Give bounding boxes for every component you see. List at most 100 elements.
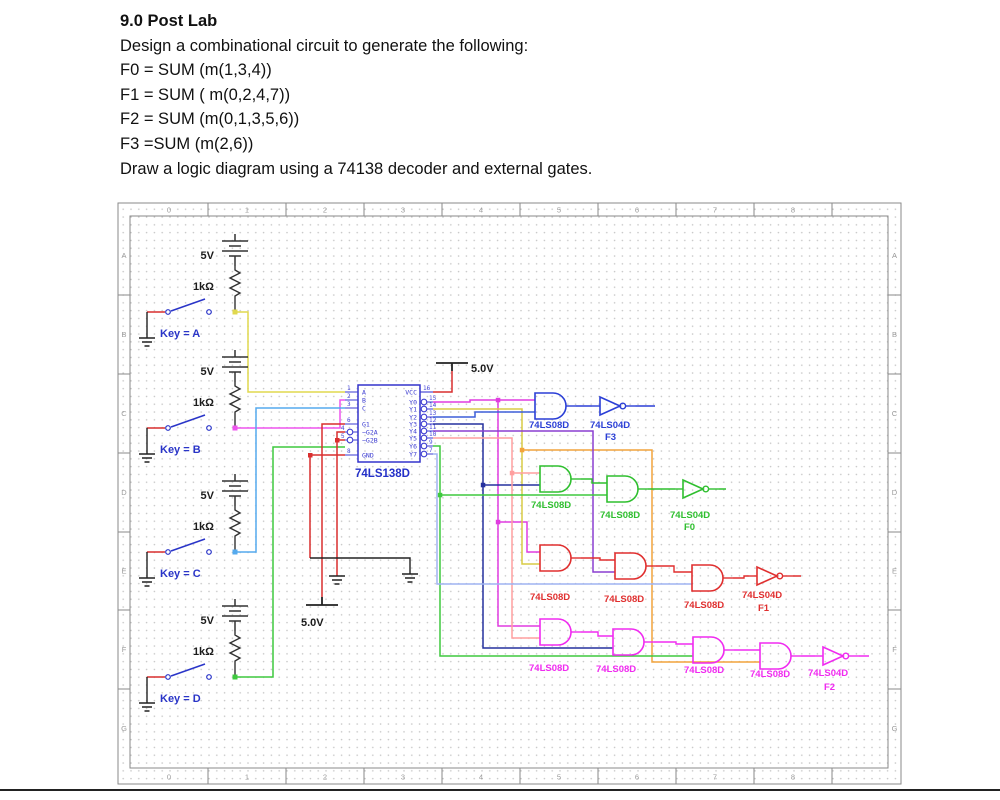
gate-label: 74LS08D (684, 665, 724, 676)
bottom-power-rail: 5.0V (301, 423, 345, 629)
pin-name: GND (362, 452, 374, 460)
ruler-col: 2 (323, 206, 327, 215)
ruler-row-r: A (892, 251, 897, 260)
wire-y0 (433, 399, 535, 403)
pin-name: Y0 (409, 399, 417, 407)
pin-num: 3 (347, 401, 351, 408)
output-wires (433, 397, 760, 663)
doc-line: Design a combinational circuit to genera… (120, 36, 529, 55)
ruler-row-r: B (892, 330, 897, 339)
f0-gate-row: 74LS08D 74LS08D 74LS04D F0 (531, 465, 726, 533)
gate-label: 74LS08D (596, 664, 636, 675)
ruler-row-r: G (892, 724, 898, 733)
wire-junction (495, 397, 501, 403)
wire-f1 (581, 557, 801, 579)
pin-num: 10 (429, 431, 437, 438)
input-stack-a: 5V 1kΩ Key = A (138, 233, 345, 393)
pin-name: ~G2A (362, 429, 378, 437)
ruler-col: 5 (557, 206, 561, 215)
page-bottom-border (0, 789, 1000, 791)
ruler-col: 3 (401, 206, 405, 215)
input-stack-b: 5V 1kΩ Key = B (138, 349, 345, 463)
wire-y3-branch (482, 485, 613, 649)
pin-name: VCC (405, 389, 417, 397)
gate-label: 74LS08D (750, 669, 790, 680)
pin-name: Y4 (409, 428, 417, 436)
resistor-value: 1kΩ (193, 646, 214, 658)
f1-gate-row: 74LS08D 74LS08D 74LS08D 74LS04D F1 (530, 544, 801, 614)
f3-gate-row: 74LS08D 74LS04D F3 (529, 392, 655, 443)
wire-g1-enable (321, 423, 345, 597)
key-b-label: Key = B (160, 444, 201, 456)
ruler-row: G (121, 724, 127, 733)
pin-num: 1 (347, 385, 351, 392)
pin-name: C (362, 405, 366, 413)
pin-num: 13 (429, 410, 437, 417)
ruler-row-r: E (892, 567, 897, 576)
pin-name: Y1 (409, 406, 417, 414)
wire-node (232, 309, 238, 315)
output-label-f0: F0 (684, 522, 695, 533)
pin-num: 6 (347, 417, 351, 424)
wire-y5 (433, 437, 540, 474)
doc-line-f3: F3 =SUM (m(2,6)) (120, 134, 254, 153)
pin-name: Y6 (409, 443, 417, 451)
wire-y4 (433, 430, 615, 573)
ruler-row: E (121, 567, 126, 576)
wire-y5-branch (511, 473, 540, 639)
ruler-col: 1 (245, 206, 249, 215)
wire-junction (335, 438, 340, 443)
wire-key-a (235, 311, 345, 393)
pin-name: ~G2B (362, 437, 378, 445)
ruler-col-b: 8 (791, 773, 795, 782)
wire-y2 (433, 411, 535, 418)
wire-key-b (235, 399, 345, 429)
section-title: 9.0 Post Lab (120, 12, 218, 30)
wire-orange (522, 449, 760, 663)
ruler-row-r: D (892, 488, 898, 497)
source-value: 5V (201, 250, 215, 262)
gate-label: 74LS04D (590, 420, 630, 431)
ruler-col-b: 1 (245, 773, 249, 782)
wire-junction (480, 482, 486, 488)
gate-label: 74LS08D (529, 420, 569, 431)
resistor-value: 1kΩ (193, 521, 214, 533)
resistor-value: 1kΩ (193, 397, 214, 409)
ruler-col: 4 (479, 206, 483, 215)
ruler-row: B (121, 330, 126, 339)
input-stack-d: 5V 1kΩ Key = D (138, 446, 345, 712)
f2-gate-row: 74LS08D 74LS08D 74LS08D 74LS08D 74LS04D … (529, 618, 869, 693)
doc-line-f2: F2 = SUM (m(0,1,3,5,6)) (120, 110, 300, 129)
gate-label: 74LS08D (604, 594, 644, 605)
wire-junction (308, 453, 313, 458)
gate-label: 74LS08D (531, 500, 571, 511)
ruler-col: 6 (635, 206, 639, 215)
pin-name: B (362, 397, 366, 405)
wire-node (232, 674, 238, 680)
gate-label: 74LS08D (529, 663, 569, 674)
resistor-value: 1kΩ (193, 281, 214, 293)
pin-num: 5 (341, 433, 345, 440)
pin-num: 16 (423, 385, 431, 392)
gate-label: 74LS08D (600, 510, 640, 521)
output-label-f2: F2 (824, 682, 835, 693)
enable-grounds (308, 431, 419, 585)
pin-num: 7 (429, 447, 433, 454)
ruler-col: 0 (167, 206, 171, 215)
wire-y6 (433, 445, 693, 657)
wire-y0-branch (497, 400, 540, 627)
ruler-col-b: 3 (401, 773, 405, 782)
pin-name: Y3 (409, 421, 417, 429)
pin-name: A (362, 389, 366, 397)
output-label-f3: F3 (605, 432, 616, 443)
pin-num: 2 (347, 393, 351, 400)
key-d-label: Key = D (160, 693, 201, 705)
ruler-row-r: C (892, 409, 898, 418)
ruler-row: A (121, 251, 126, 260)
source-value: 5V (201, 366, 215, 378)
decoder-74ls138: 1 2 3 6 4 5 8 16 15 14 13 12 11 10 9 7 A… (341, 384, 437, 480)
doc-line-f1: F1 = SUM ( m(0,2,4,7)) (120, 85, 291, 104)
gate-label: 74LS04D (808, 668, 848, 679)
pin-num: 8 (347, 448, 351, 455)
